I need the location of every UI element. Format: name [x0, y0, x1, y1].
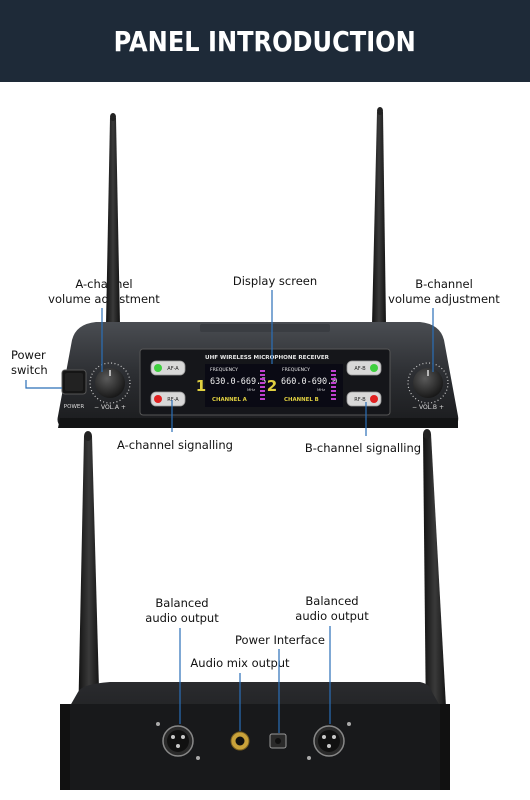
xlr-output-right[interactable]	[307, 722, 351, 760]
vol-a-text: − VOL.A +	[94, 404, 126, 411]
front-leader-lines	[25, 290, 434, 436]
label-line: Power Interface	[235, 633, 325, 647]
dc-power-jack[interactable]	[269, 733, 287, 749]
freq-label-b: FREQUENCY	[282, 367, 310, 373]
xlr-output-left[interactable]	[156, 722, 200, 760]
label-line: Balanced	[155, 596, 209, 610]
channel-b-label: CHANNEL B	[284, 397, 319, 403]
label-line: A-channel signalling	[117, 438, 233, 452]
label-line: Audio mix output	[190, 656, 290, 670]
label-line: B-channel	[415, 277, 473, 291]
antenna-left-rear	[78, 431, 100, 725]
page-header: PANEL INTRODUCTION	[0, 0, 530, 82]
channel-2-number: 2	[267, 377, 277, 395]
receiver-rear-body	[60, 682, 450, 790]
label-line: Balanced	[305, 594, 359, 608]
volume-b-knob[interactable]	[407, 362, 449, 404]
label-power-switch: Power switch	[11, 348, 71, 378]
label-line: Power	[11, 348, 46, 362]
channel-1-number: 1	[196, 377, 206, 395]
label-a-channel-signalling: A-channel signalling	[110, 438, 240, 453]
channel-a-label: CHANNEL A	[212, 397, 248, 403]
mhz-a: MHz	[247, 387, 255, 392]
mhz-b: MHz	[317, 387, 325, 392]
label-b-channel-volume: B-channel volume adjustment	[384, 277, 504, 307]
power-switch[interactable]	[61, 369, 87, 395]
page-title: PANEL INTRODUCTION	[113, 24, 417, 58]
label-line: B-channel signalling	[304, 441, 422, 455]
antenna-right-rear	[423, 429, 447, 725]
label-line: volume adjustment	[388, 292, 500, 306]
rear-leader-lines	[179, 626, 331, 733]
af-b-label: AF-B	[354, 366, 366, 372]
rf-b-label: RF-B	[354, 397, 366, 403]
label-line: Display screen	[232, 274, 318, 288]
rf-a-indicator	[150, 391, 186, 407]
label-b-channel-signalling: B-channel signalling	[298, 441, 428, 456]
antenna-left-front	[106, 113, 120, 325]
audio-mix-jack[interactable]	[230, 731, 250, 751]
label-audio-mix-output: Audio mix output	[188, 656, 292, 671]
level-meter-a	[260, 370, 265, 400]
label-display-screen: Display screen	[220, 274, 330, 289]
label-line: switch	[11, 363, 48, 377]
freq-b-value: 660.0-690.0	[281, 377, 337, 387]
label-power-interface: Power Interface	[232, 633, 328, 648]
freq-a-value: 630.0-669.5	[210, 377, 266, 387]
label-line: volume adjustment	[48, 292, 160, 306]
af-a-label: AF-A	[167, 366, 179, 372]
label-line: audio output	[295, 609, 369, 623]
antenna-right-front	[372, 107, 386, 325]
rf-a-label: RF-A	[167, 397, 179, 403]
label-line: audio output	[145, 611, 219, 625]
volume-a-knob[interactable]	[89, 362, 131, 404]
af-a-indicator	[150, 360, 186, 376]
af-b-indicator	[346, 360, 382, 376]
vol-b-text: − VOL.B +	[412, 404, 444, 411]
power-text: POWER	[64, 404, 85, 410]
display-title: UHF WIRELESS MICROPHONE RECEIVER	[205, 355, 330, 361]
label-balanced-output-right: Balanced audio output	[282, 594, 382, 624]
rf-b-indicator	[346, 391, 382, 407]
label-balanced-output-left: Balanced audio output	[132, 596, 232, 626]
level-meter-b	[331, 370, 336, 400]
freq-label-a: FREQUENCY	[210, 367, 238, 373]
